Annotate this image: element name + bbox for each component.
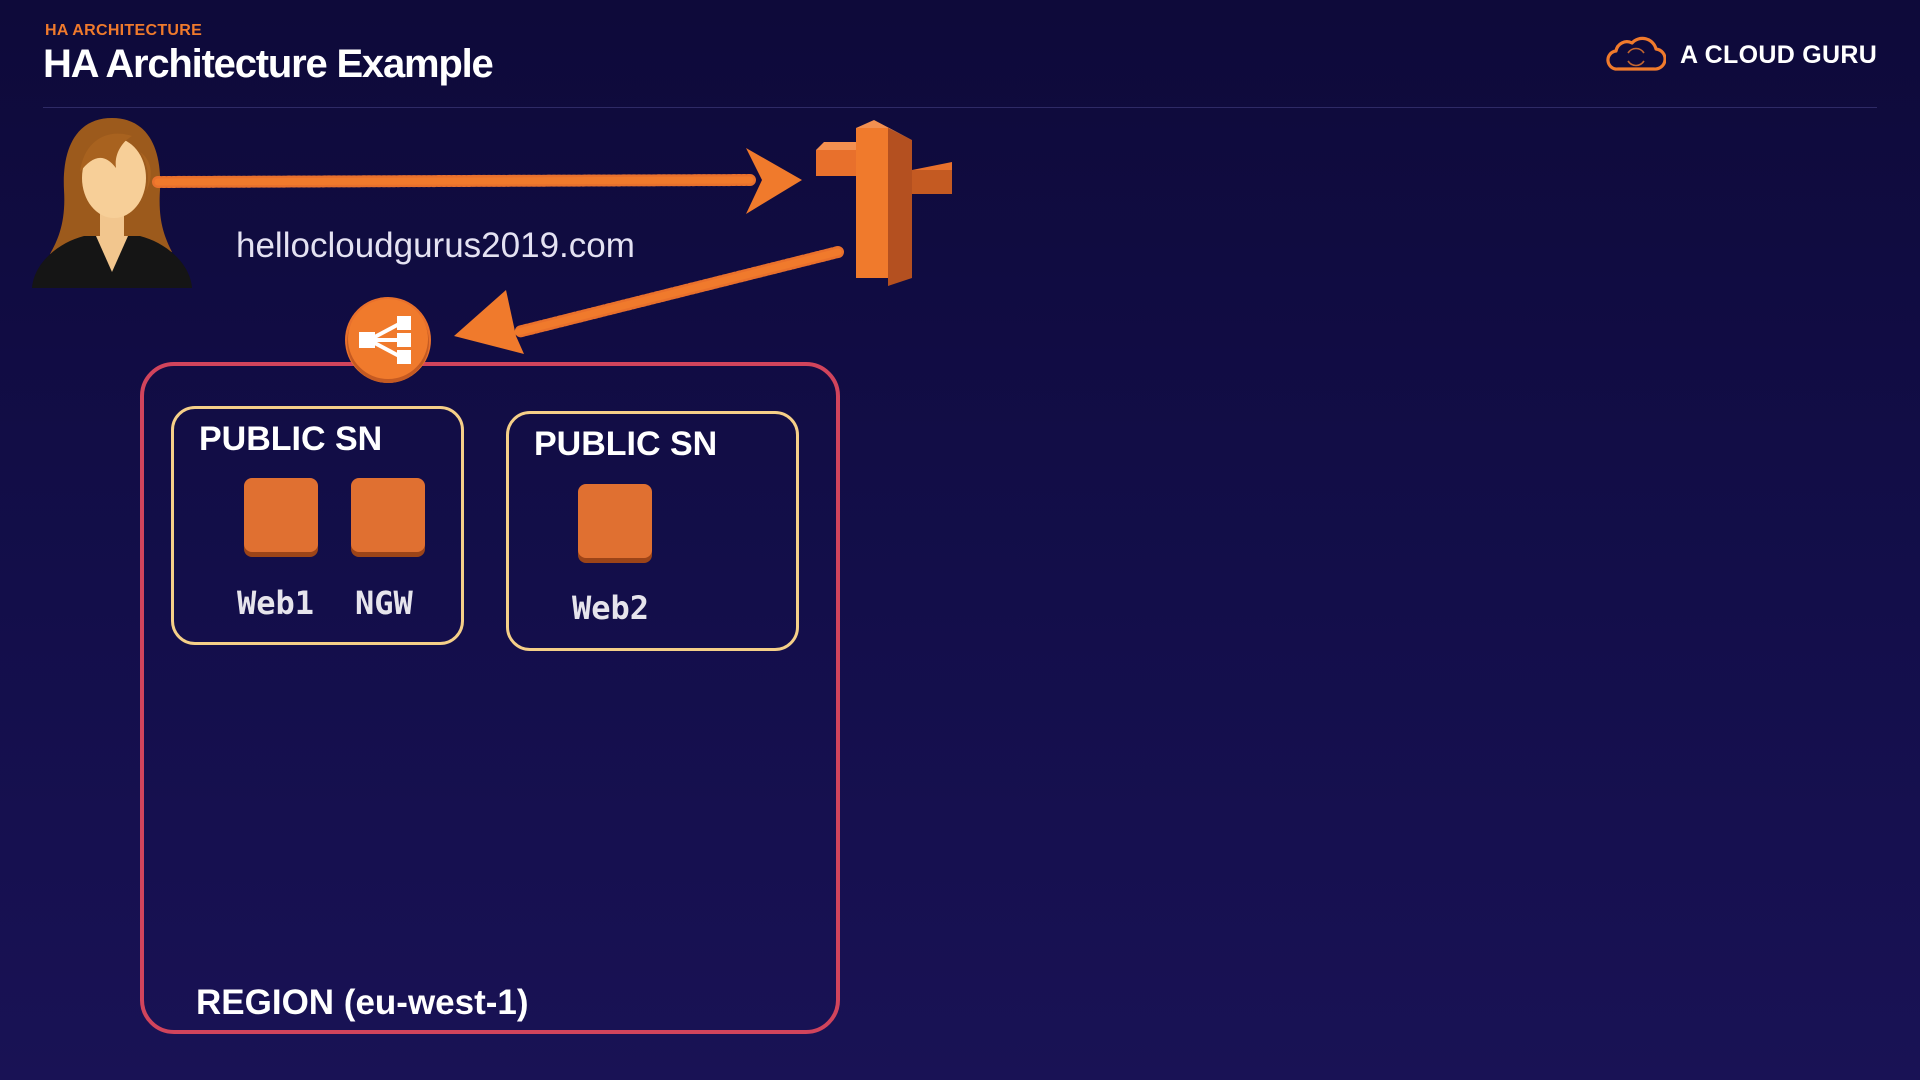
- instance-icon-web2: [578, 484, 652, 558]
- load-balancer-icon: [345, 297, 431, 383]
- header-divider: [43, 107, 1877, 108]
- route53-signpost-icon: [816, 120, 952, 286]
- page-title: HA Architecture Example: [43, 42, 494, 86]
- domain-label: hellocloudgurus2019.com: [236, 226, 635, 265]
- user-avatar-icon: [32, 118, 192, 288]
- instance-label-web2: Web2: [572, 589, 650, 627]
- region-label: REGION (eu-west-1): [196, 983, 529, 1022]
- instance-icon-ngw: [351, 478, 425, 552]
- subnet-box-2: [506, 411, 799, 651]
- response-arrow: [454, 246, 844, 354]
- region-box: [140, 362, 840, 1034]
- subnet-box-1: [171, 406, 464, 645]
- instance-icon-web1: [244, 478, 318, 552]
- cloud-logo-icon: [1606, 36, 1666, 71]
- instance-label-web1: Web1: [237, 584, 315, 622]
- request-arrow: [152, 148, 802, 214]
- section-kicker: HA ARCHITECTURE: [45, 22, 203, 39]
- subnet-label: PUBLIC SN: [534, 425, 718, 463]
- brand-logo: A CLOUD GURU: [1604, 34, 1877, 76]
- subnet-label: PUBLIC SN: [199, 420, 383, 458]
- instance-label-ngw: NGW: [355, 584, 413, 622]
- brand-name: A CLOUD GURU: [1680, 40, 1878, 69]
